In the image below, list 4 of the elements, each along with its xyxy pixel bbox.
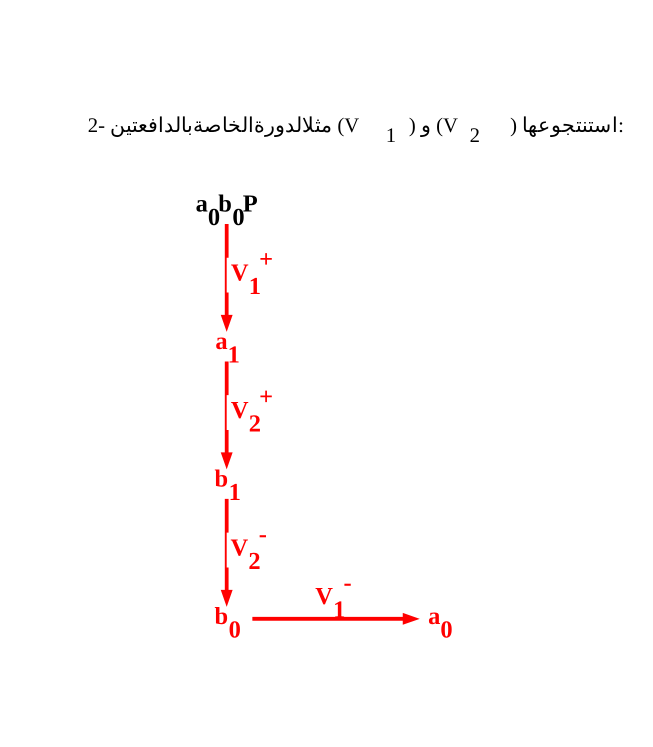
arrow [220, 498, 233, 606]
arrow [220, 223, 233, 332]
arrow [220, 360, 233, 469]
arrow [252, 612, 420, 624]
